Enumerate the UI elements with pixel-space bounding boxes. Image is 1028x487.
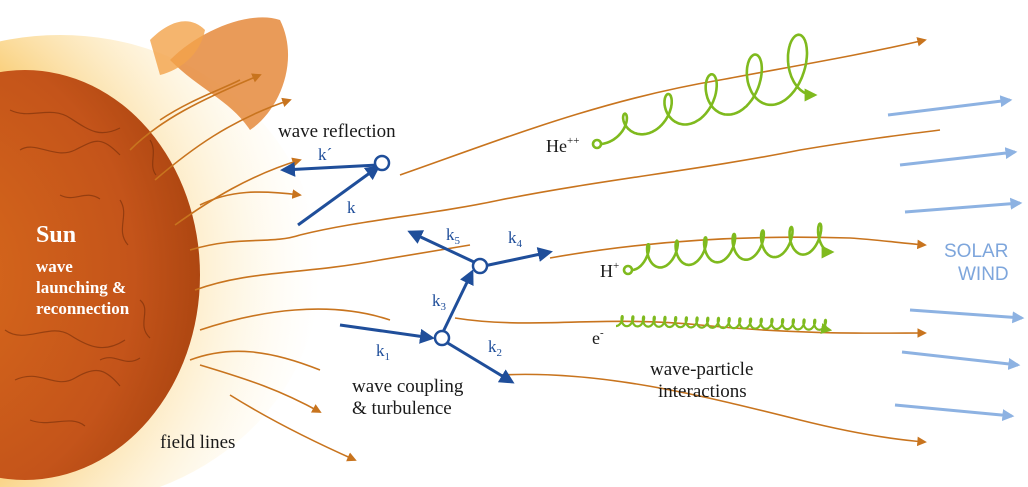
k-label: k — [347, 198, 356, 217]
k3-label: k3 — [432, 291, 447, 313]
k4-vector — [483, 247, 553, 268]
proton-origin — [622, 264, 634, 276]
wind-arrow — [899, 147, 1018, 167]
helium-origin — [591, 138, 603, 150]
sun-disk: Sun wave launching & reconnection — [0, 70, 200, 480]
k4-label: k4 — [508, 228, 523, 250]
k2-vector — [445, 340, 515, 384]
field-line — [299, 129, 941, 236]
k5-label: k5 — [446, 225, 461, 247]
k-prime-vector — [280, 161, 379, 177]
field-lines-label: field lines — [160, 432, 235, 453]
k3-vector — [441, 269, 474, 333]
particle-trajectories — [591, 33, 835, 334]
coupling-node-lower — [433, 329, 451, 347]
field-line — [199, 364, 322, 413]
k-prime-label: k´ — [318, 145, 332, 164]
wind-arrow — [909, 308, 1025, 324]
wind-arrow — [894, 403, 1015, 422]
sun-process-line-3: reconnection — [36, 299, 130, 318]
wind-arrow — [887, 95, 1013, 117]
electron-label: e- — [592, 327, 604, 348]
proton-label: H+ — [600, 260, 619, 281]
solar-wind-label-2: WIND — [958, 264, 1009, 285]
k-vector-incoming — [297, 165, 381, 227]
field-line — [199, 308, 391, 331]
sun-process-line-2: launching & — [36, 278, 126, 297]
wave-vectors — [280, 154, 553, 384]
wind-arrow — [901, 350, 1021, 370]
solar-wind-label-1: SOLAR — [944, 241, 1008, 262]
field-line — [194, 244, 471, 291]
field-line — [129, 73, 262, 151]
reflection-node — [373, 154, 391, 172]
wave-reflection-label: wave reflection — [278, 121, 396, 142]
k1-label: k1 — [376, 341, 390, 363]
helium-helix — [600, 33, 818, 146]
solar-wind-arrows — [887, 95, 1025, 422]
electron-helix — [616, 315, 833, 334]
helium-label: He++ — [546, 135, 579, 156]
k1-vector — [339, 323, 435, 344]
field-line — [159, 79, 241, 121]
labels: wave reflection k´ k k1 k2 k3 k4 k5 wave… — [160, 121, 1009, 453]
sun-label-group: Sun wave launching & reconnection — [36, 222, 130, 318]
field-line — [199, 189, 302, 206]
wave-particle-label-1: wave-particle — [650, 359, 753, 380]
wave-coupling-label-2: & turbulence — [352, 398, 452, 419]
field-line — [154, 97, 292, 181]
wave-particle-label-2: interactions — [658, 381, 747, 402]
wind-arrow — [904, 197, 1023, 214]
k5-vector — [407, 230, 475, 264]
wave-coupling-label-1: wave coupling — [352, 376, 464, 397]
coupling-node-upper — [471, 257, 489, 275]
field-line — [189, 234, 301, 251]
field-line — [229, 394, 357, 462]
sun-process-line-1: wave — [36, 257, 73, 276]
sun-name: Sun — [36, 222, 76, 248]
field-line — [189, 350, 321, 371]
k2-label: k2 — [488, 337, 502, 359]
field-line — [399, 37, 927, 176]
field-line — [454, 317, 927, 338]
proton-helix — [632, 222, 835, 272]
field-line — [499, 373, 927, 447]
